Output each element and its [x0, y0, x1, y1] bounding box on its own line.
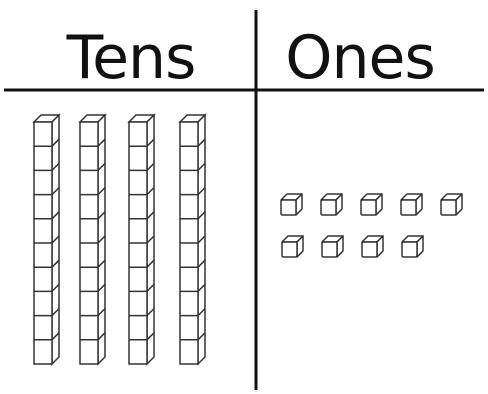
tens-heading: Tens [66, 23, 196, 93]
one-cube [321, 194, 342, 215]
one-cube [402, 236, 423, 257]
one-cube [361, 194, 382, 215]
one-cube [281, 194, 302, 215]
ones-column-blocks [281, 194, 462, 257]
ones-heading: Ones [285, 23, 434, 93]
tens-column-blocks [34, 115, 205, 364]
ten-rod [80, 115, 105, 364]
one-cube [441, 194, 462, 215]
ten-rod [34, 115, 59, 364]
ten-rod [180, 115, 205, 364]
one-cube [322, 236, 343, 257]
one-cube [282, 236, 303, 257]
ten-rod [129, 115, 154, 364]
one-cube [401, 194, 422, 215]
one-cube [362, 236, 383, 257]
